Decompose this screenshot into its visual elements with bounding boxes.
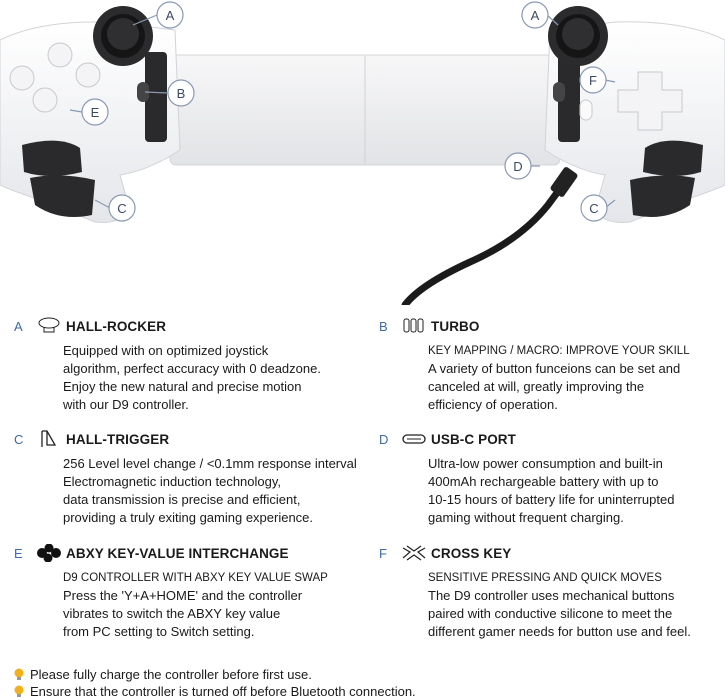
usb-c-cable	[401, 178, 569, 305]
feature-line: Enjoy the new natural and precise motion	[63, 379, 302, 394]
feature-line: The D9 controller uses mechanical button…	[428, 588, 675, 603]
feature-line: Ultra-low power consumption and built-in	[428, 456, 663, 471]
usb-c-icon	[402, 434, 426, 444]
feature-line: data transmission is precise and efficie…	[63, 492, 301, 507]
dpad	[617, 71, 683, 131]
lightbulb-icon	[14, 668, 24, 680]
feature-line: algorithm, perfect accuracy with 0 deadz…	[63, 361, 321, 376]
note-bluetooth: Ensure that the controller is turned off…	[14, 684, 416, 699]
callout-d: D	[513, 159, 522, 174]
feature-letter: B	[379, 318, 388, 334]
feature-title: HALL-ROCKER	[66, 318, 167, 334]
feature-letter: E	[14, 545, 23, 561]
feature-letter: C	[14, 431, 24, 447]
trigger-icon	[41, 430, 57, 447]
feature-caption: SENSITIVE PRESSING AND QUICK MOVES	[428, 572, 662, 584]
note-charge: Please fully charge the controller befor…	[14, 667, 312, 682]
abxy-buttons-icon	[37, 544, 61, 562]
callout-c-left: C	[117, 201, 126, 216]
feature-line: efficiency of operation.	[428, 397, 558, 412]
controller-illustration: A A B E F D C C	[0, 1, 725, 305]
callout-f: F	[589, 73, 597, 88]
feature-caption: D9 CONTROLLER WITH ABXY KEY VALUE SWAP	[63, 572, 328, 584]
feature-line: Electromagnetic induction technology,	[63, 474, 281, 489]
feature-title: USB-C PORT	[431, 431, 516, 447]
feature-letter: A	[14, 318, 23, 334]
left-joystick	[93, 6, 153, 66]
feature-line: 400mAh rechargeable battery with up to	[428, 474, 659, 489]
dpad-icon	[402, 545, 426, 561]
callout-e: E	[91, 105, 100, 120]
feature-line: A variety of button funceions can be set…	[428, 361, 681, 376]
feature-line: vibrates to switch the ABXY key value	[63, 606, 281, 621]
feature-title: HALL-TRIGGER	[66, 431, 170, 447]
abxy-buttons	[9, 42, 101, 113]
lightbulb-icon	[14, 685, 24, 697]
callout-c-right: C	[589, 201, 598, 216]
feature-line: providing a truly exiting gaming experie…	[63, 510, 314, 525]
feature-letter: D	[379, 431, 389, 447]
turbo-buttons-icon	[403, 318, 424, 333]
right-joystick	[548, 6, 608, 66]
feature-line: 256 Level level change / <0.1mm response…	[63, 456, 357, 471]
feature-title: CROSS KEY	[431, 545, 512, 561]
feature-title: TURBO	[431, 318, 480, 334]
left-triggers	[22, 140, 95, 218]
note-text: Ensure that the controller is turned off…	[30, 684, 416, 699]
note-text: Please fully charge the controller befor…	[30, 667, 312, 682]
feature-title: ABXY KEY-VALUE INTERCHANGE	[66, 545, 289, 561]
callout-a-left: A	[166, 8, 175, 23]
feature-line: with our D9 controller.	[63, 397, 189, 412]
feature-letter: F	[379, 545, 387, 561]
callout-b: B	[177, 86, 186, 101]
right-triggers	[630, 140, 703, 218]
feature-line: from PC setting to Switch setting.	[63, 624, 255, 639]
feature-line: Equipped with on optimized joystick	[63, 343, 269, 358]
joystick-icon	[38, 317, 60, 333]
feature-line: different gamer needs for button use and…	[428, 624, 691, 639]
feature-line: Press the 'Y+A+HOME' and the controller	[63, 588, 303, 603]
feature-caption: KEY MAPPING / MACRO: IMPROVE YOUR SKILL	[428, 345, 690, 357]
feature-line: 10-15 hours of battery life for uninterr…	[428, 492, 675, 507]
feature-line: canceled at will, greatly improving the	[428, 379, 645, 394]
callout-a-right: A	[531, 8, 540, 23]
feature-line: gaming without frequent charging.	[428, 510, 624, 525]
feature-line: paired with conductive silicone to meet …	[428, 606, 673, 621]
